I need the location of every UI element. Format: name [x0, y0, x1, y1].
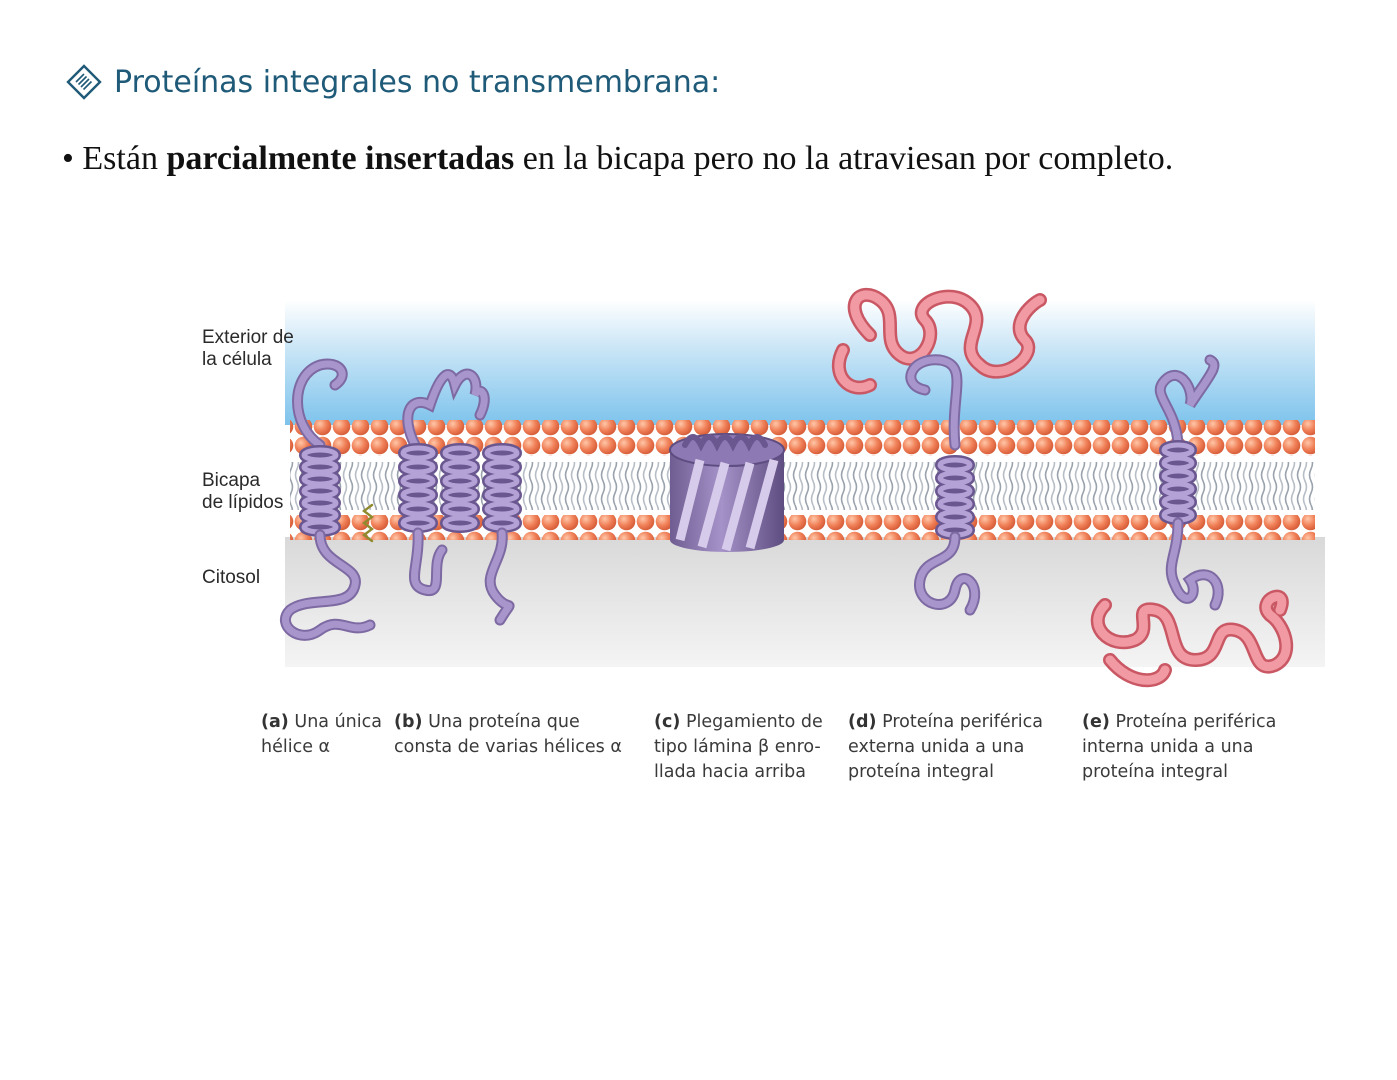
diamond-icon: [66, 64, 102, 100]
cytosol-region: [285, 537, 1325, 667]
caption-b: (b) Una proteína que consta de varias hé…: [394, 712, 622, 757]
bullet-text-pre: Están: [82, 140, 167, 177]
bullet-text-bold: parcialmente insertadas: [166, 140, 515, 177]
caption-a: (a) Una única hélice α: [261, 712, 382, 757]
caption-e: (e) Proteína periférica interna unida a …: [1082, 712, 1277, 782]
label-exterior: Exterior de la célula: [202, 327, 294, 370]
bullet-point: • Están parcialmente insertadas en la bi…: [62, 140, 1173, 178]
protein-a: [280, 358, 376, 641]
bullet-marker: •: [62, 140, 74, 177]
caption-d: (d) Proteína periférica externa unida a …: [848, 712, 1044, 782]
label-bilayer: Bicapa de lípidos: [202, 470, 284, 513]
protein-d: [831, 288, 1047, 616]
protein-e: [1090, 354, 1294, 688]
caption-c: (c) Plegamiento de tipo lámina β enro- l…: [654, 712, 823, 782]
section-heading: Proteínas integrales no transmembrana:: [66, 64, 720, 100]
label-cytosol: Citosol: [202, 567, 261, 588]
protein-c-beta-barrel: [669, 433, 785, 552]
exterior-region: [285, 300, 1315, 425]
protein-b: [398, 368, 522, 626]
membrane-protein-figure: Exterior de la célula Bicapa de lípidos …: [180, 265, 1330, 800]
membrane-diagram: [280, 288, 1325, 688]
heading-text: Proteínas integrales no transmembrana:: [114, 64, 721, 100]
bullet-text-post: en la bicapa pero no la atraviesan por c…: [514, 140, 1174, 177]
